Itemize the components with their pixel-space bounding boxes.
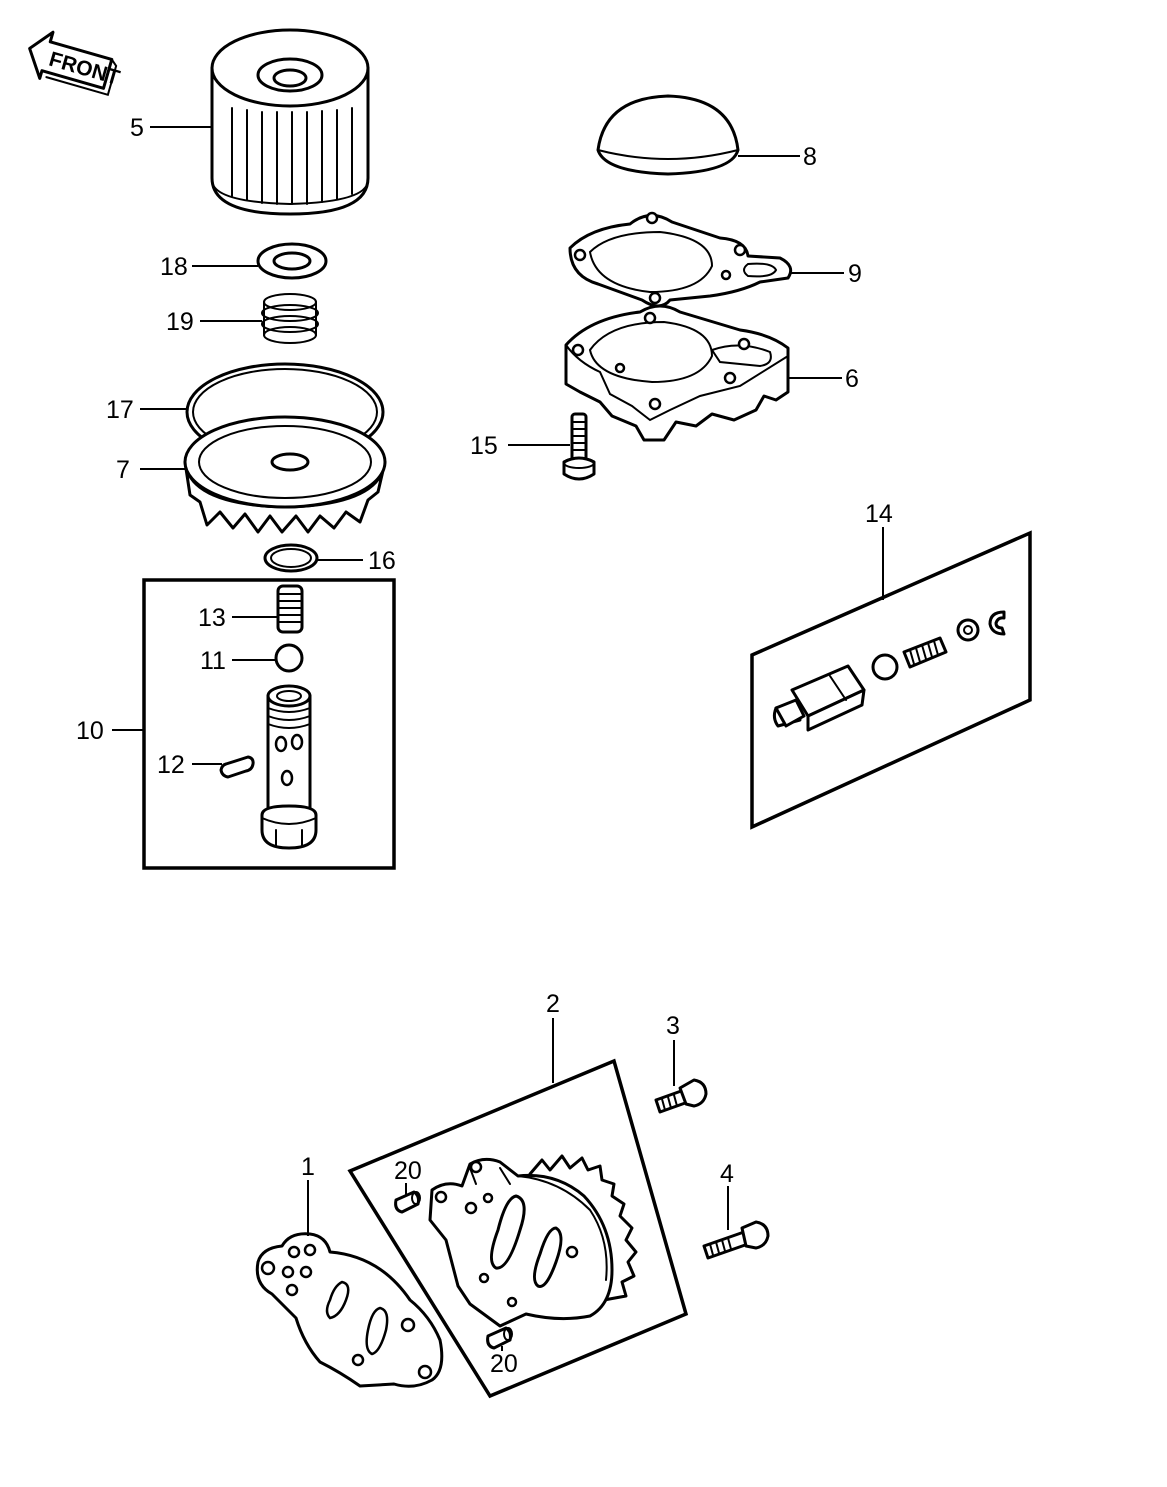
- callout-13: 13: [198, 604, 226, 632]
- valve-spring: [276, 584, 304, 634]
- callout-20-upper: 20: [394, 1157, 422, 1185]
- oil-pump-assembly-frame: [347, 1058, 689, 1399]
- callout-18: 18: [160, 253, 188, 281]
- washer: [256, 242, 328, 280]
- callout-15: 15: [470, 432, 498, 460]
- check-ball: [274, 643, 304, 673]
- oil-pump-gasket: [255, 1232, 444, 1388]
- dowel-pin: [219, 755, 255, 779]
- relief-valve-kit-parts: [772, 610, 1006, 732]
- dowel-pin-lower: [486, 1326, 513, 1350]
- relief-valve-kit-frame: [750, 530, 1032, 830]
- filter-cover: [183, 415, 387, 534]
- dowel-pin-upper: [394, 1190, 421, 1214]
- callout-3: 3: [666, 1012, 680, 1040]
- callout-8: 8: [803, 143, 817, 171]
- callout-16: 16: [368, 547, 396, 575]
- pump-bolt-short: [654, 1078, 708, 1114]
- callout-17: 17: [106, 396, 134, 424]
- callout-2: 2: [546, 990, 560, 1018]
- callout-14: 14: [865, 500, 893, 528]
- front-arrow-icon: FRONT: [28, 30, 122, 97]
- oil-filter-element: [210, 28, 370, 216]
- relief-valve-body: [260, 684, 318, 850]
- bypass-spring: [261, 293, 319, 344]
- callout-20-lower: 20: [490, 1350, 518, 1378]
- callout-9: 9: [848, 260, 862, 288]
- relief-valve-assembly-frame: [142, 578, 396, 870]
- housing-screw: [562, 412, 596, 481]
- pump-bolt-long: [702, 1220, 770, 1260]
- callout-19: 19: [166, 308, 194, 336]
- callout-6: 6: [845, 365, 859, 393]
- o-ring-small: [263, 543, 319, 573]
- callout-12: 12: [157, 751, 185, 779]
- strainer-housing: [564, 304, 790, 442]
- oil-pump-body: [428, 1154, 638, 1328]
- callout-7: 7: [116, 456, 130, 484]
- callout-11: 11: [200, 647, 226, 675]
- callout-10: 10: [76, 717, 104, 745]
- callout-5: 5: [130, 114, 144, 142]
- oil-strainer: [596, 94, 740, 176]
- callout-1: 1: [301, 1153, 315, 1181]
- callout-4: 4: [720, 1160, 734, 1188]
- strainer-gasket: [568, 211, 793, 308]
